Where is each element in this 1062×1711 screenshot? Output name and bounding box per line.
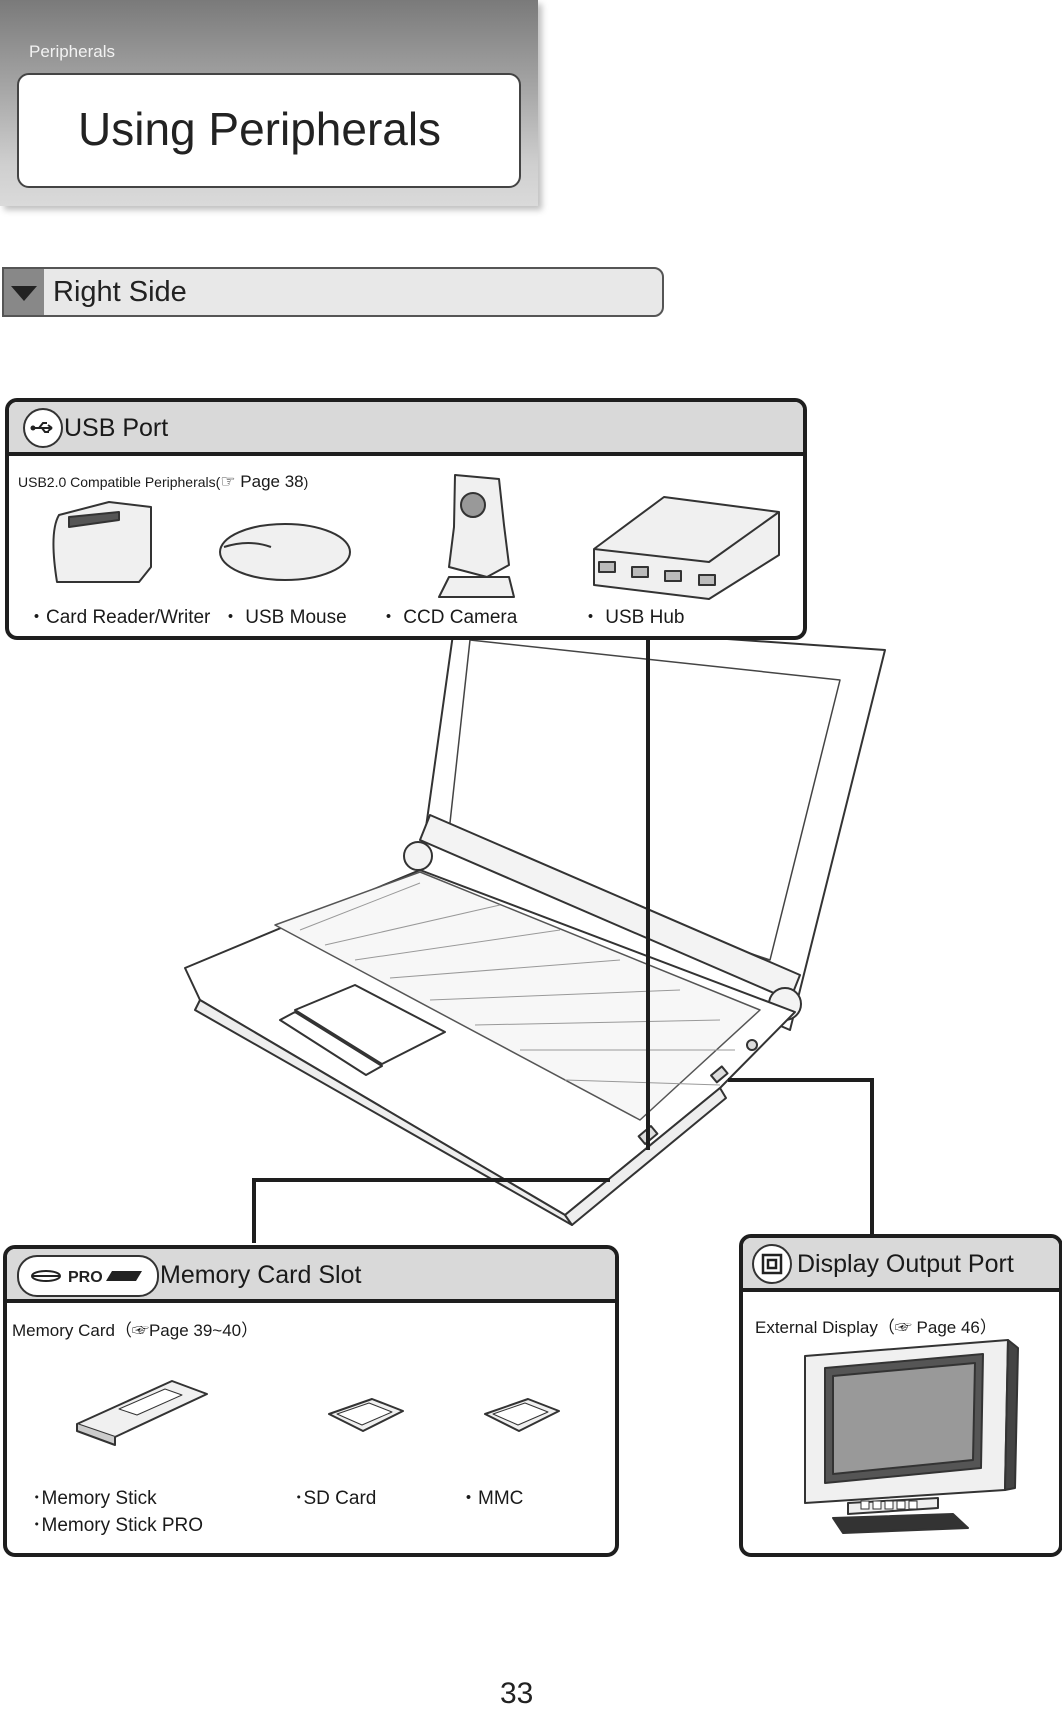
memory-item-label: ･SD Card [294, 1488, 377, 1509]
section-label: Peripherals [29, 42, 115, 61]
display-port-icon [752, 1244, 792, 1284]
memory-cards-art [76, 1380, 560, 1446]
triangle-down-icon [11, 286, 37, 301]
usb-panel-header [9, 402, 803, 456]
memory-card-logo-icon: PRO [17, 1255, 159, 1297]
title-box [17, 73, 521, 188]
subheading-title: Right Side [53, 276, 187, 308]
display-output-panel: Display Output Port External Display（☞ P… [739, 1234, 1062, 1557]
display-panel-header [743, 1238, 1059, 1292]
usb-panel-title: USB Port [64, 414, 169, 442]
page-number: 33 [500, 1677, 534, 1710]
usb-icon [23, 408, 63, 448]
display-panel-title: Display Output Port [797, 1250, 1014, 1278]
display-reference: External Display（☞ Page 46） [755, 1318, 997, 1337]
pointing-hand-icon: ☞ [894, 1318, 912, 1337]
camera-icon [438, 474, 515, 598]
usb-item-label: ・ USB Mouse [221, 607, 347, 628]
usb-port-panel: USB Port USB2.0 Compatible Peripherals(☞… [5, 398, 807, 640]
memory-card-panel: PRO Memory Card Slot Memory Card（☞Page 3… [3, 1245, 619, 1557]
memory-reference: Memory Card（☞Page 39~40） [12, 1321, 259, 1340]
memory-stick-icon [76, 1380, 208, 1446]
usb-item-label: ・ USB Hub [581, 607, 685, 628]
subheading-bar [2, 267, 664, 317]
svg-text:PRO: PRO [68, 1269, 103, 1286]
memory-panel-title: Memory Card Slot [160, 1261, 362, 1289]
pointing-hand-icon: ☞ [220, 472, 236, 491]
mouse-icon [219, 523, 351, 581]
memory-item-label: ･Memory Stick PRO [32, 1515, 204, 1536]
mmc-card-icon [484, 1398, 560, 1432]
monitor-icon [804, 1339, 1019, 1534]
usb-item-label: ・ CCD Camera [379, 607, 518, 628]
usb-reference: USB2.0 Compatible Peripherals(☞ Page 38) [18, 472, 309, 491]
card-reader-icon [52, 501, 152, 583]
sd-card-icon [328, 1398, 404, 1432]
usb-peripherals-art [52, 474, 780, 600]
pointing-hand-icon: ☞ [131, 1321, 149, 1340]
usb-hub-icon [593, 496, 780, 600]
memory-item-label: ・MMC [459, 1488, 524, 1509]
page-title: Using Peripherals [78, 103, 442, 155]
memory-item-label: ･Memory Stick [32, 1488, 157, 1509]
usb-item-label: ・Card Reader/Writer [27, 607, 211, 628]
